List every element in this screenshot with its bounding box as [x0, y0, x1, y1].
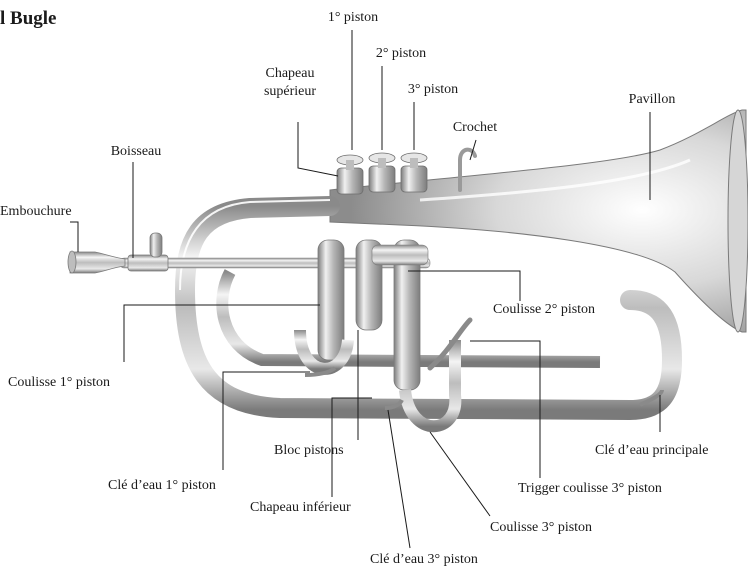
- bell-pavillon: [329, 109, 747, 333]
- label-bloc-pistons: Bloc pistons: [274, 443, 344, 458]
- water-key-main: [639, 389, 664, 407]
- label-chapeau-superieur-line2: supérieur: [263, 84, 317, 99]
- water-key-1: [304, 366, 337, 377]
- label-trigger-coulisse-3-piston: Trigger coulisse 3° piston: [518, 481, 662, 496]
- label-2-piston: 2° piston: [375, 46, 427, 61]
- leader-chapeau-sup: [297, 122, 339, 177]
- mouthpiece: [69, 251, 126, 274]
- bell-rim: [727, 109, 748, 333]
- valve-block: [294, 239, 473, 433]
- receiver-boisseau: [127, 254, 169, 272]
- diagram-title: l Bugle: [0, 8, 57, 29]
- label-chapeau-superieur-line1: Chapeau: [265, 66, 315, 81]
- leader-crochet: [469, 139, 477, 161]
- leader-trigger: [470, 340, 541, 478]
- leader-coulisse1: [123, 304, 320, 362]
- leader-coulisse2: [408, 270, 521, 301]
- label-cle-eau-3-piston: Clé d’eau 3° piston: [370, 552, 478, 567]
- leader-chapeau-inf: [331, 397, 372, 497]
- label-boisseau: Boisseau: [110, 144, 162, 159]
- finger-hook-crochet: [458, 147, 477, 192]
- water-key-3: [384, 398, 404, 410]
- label-cle-eau-principale: Clé d’eau principale: [595, 443, 709, 458]
- label-coulisse-1-piston: Coulisse 1° piston: [8, 375, 111, 390]
- label-3-piston: 3° piston: [407, 82, 459, 97]
- label-crochet: Crochet: [452, 120, 498, 135]
- label-pavillon: Pavillon: [628, 92, 676, 107]
- leader-cle3: [387, 409, 411, 549]
- label-cle-eau-1-piston: Clé d’eau 1° piston: [108, 478, 216, 493]
- label-coulisse-3-piston: Coulisse 3° piston: [490, 520, 593, 535]
- leader-cle1: [222, 371, 310, 470]
- leader-lines: [70, 30, 661, 549]
- leader-coulisse3: [429, 431, 491, 517]
- main-tube-loop: [174, 196, 683, 421]
- label-embouchure: Embouchure: [0, 204, 72, 219]
- valve-caps: [336, 152, 428, 195]
- label-1-piston: 1° piston: [327, 10, 379, 25]
- leader-embouchure: [70, 221, 79, 252]
- label-coulisse-2-piston: Coulisse 2° piston: [493, 302, 596, 317]
- label-chapeau-inferieur: Chapeau inférieur: [250, 500, 351, 515]
